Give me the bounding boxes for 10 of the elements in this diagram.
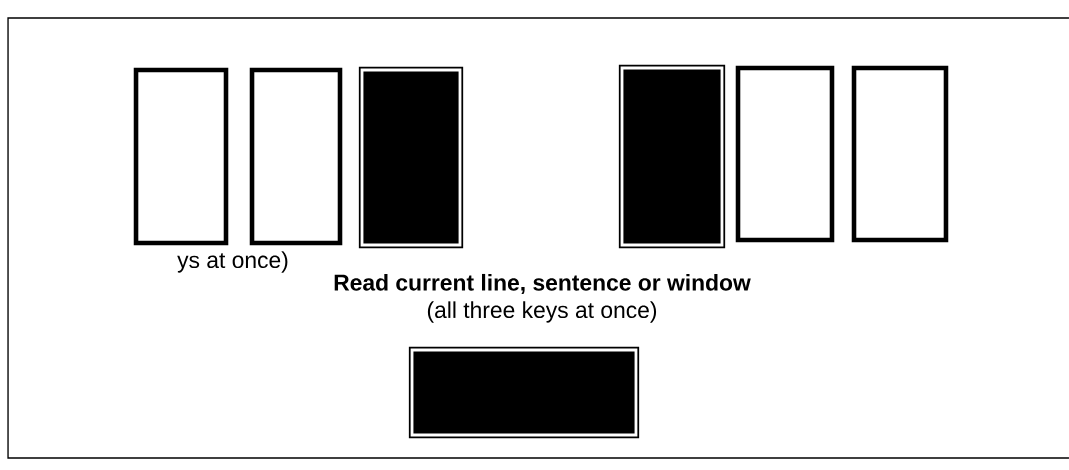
key xyxy=(249,67,343,246)
key xyxy=(735,65,835,243)
key xyxy=(133,67,229,246)
filled-key xyxy=(408,346,640,439)
note: (all three keys at once) xyxy=(427,301,657,323)
key-label: ys at once) xyxy=(177,251,288,273)
filled-key xyxy=(618,64,726,249)
heading: Read current line, sentence or window xyxy=(334,273,751,295)
filled-key xyxy=(358,66,464,249)
key xyxy=(851,65,949,243)
